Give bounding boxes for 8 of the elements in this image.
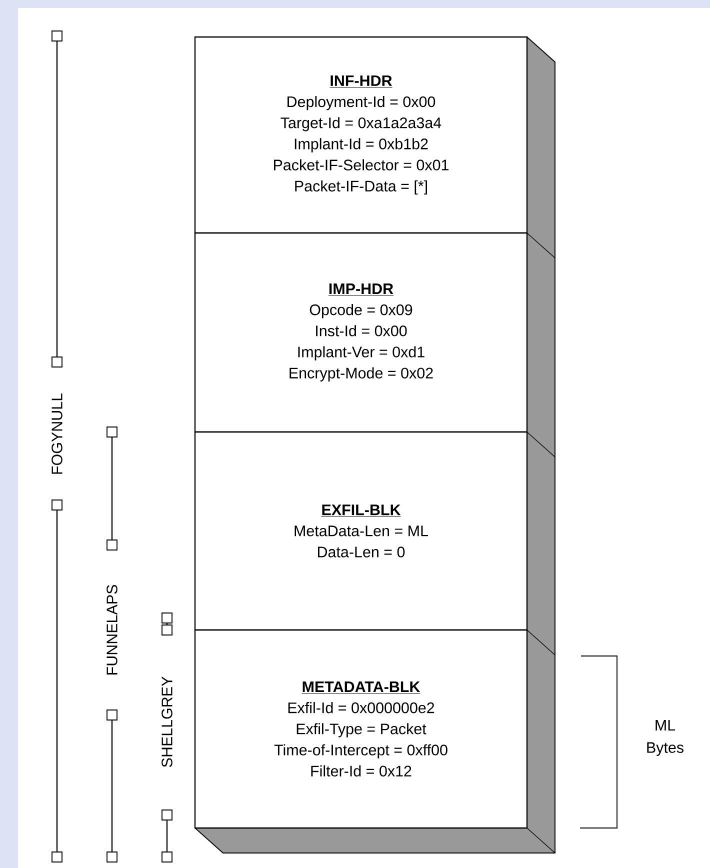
bracket-label: ML Bytes [647,720,684,756]
header-block: IMP-HDR Opcode = 0x09 Inst-Id = 0x00 Implant-Ver = 0xd1 Encrypt-Mode = 0x02 [194,232,528,433]
header-block: EXFIL-BLK MetaData-Len = ML Data-Len = 0 [194,431,528,631]
header-block: INF-HDR Deployment-Id = 0x00 Target-Id = 0xa1a2a3a4 Implant-Id = 0xb1b2 Packet-IF-Selector = 0x01 Packet-IF-Data = [*] [194,36,528,234]
range-label: FUNNELAPS [106,585,118,674]
header-block: METADATA-BLK Exfil-Id = 0x000000e2 Exfil-Type = Packet Time-of-Intercept = 0xff00 Filter-Id = 0x12 [194,629,528,829]
range-label: FOGYNULL [52,393,62,474]
range-label: SHELLGREY [162,676,172,767]
